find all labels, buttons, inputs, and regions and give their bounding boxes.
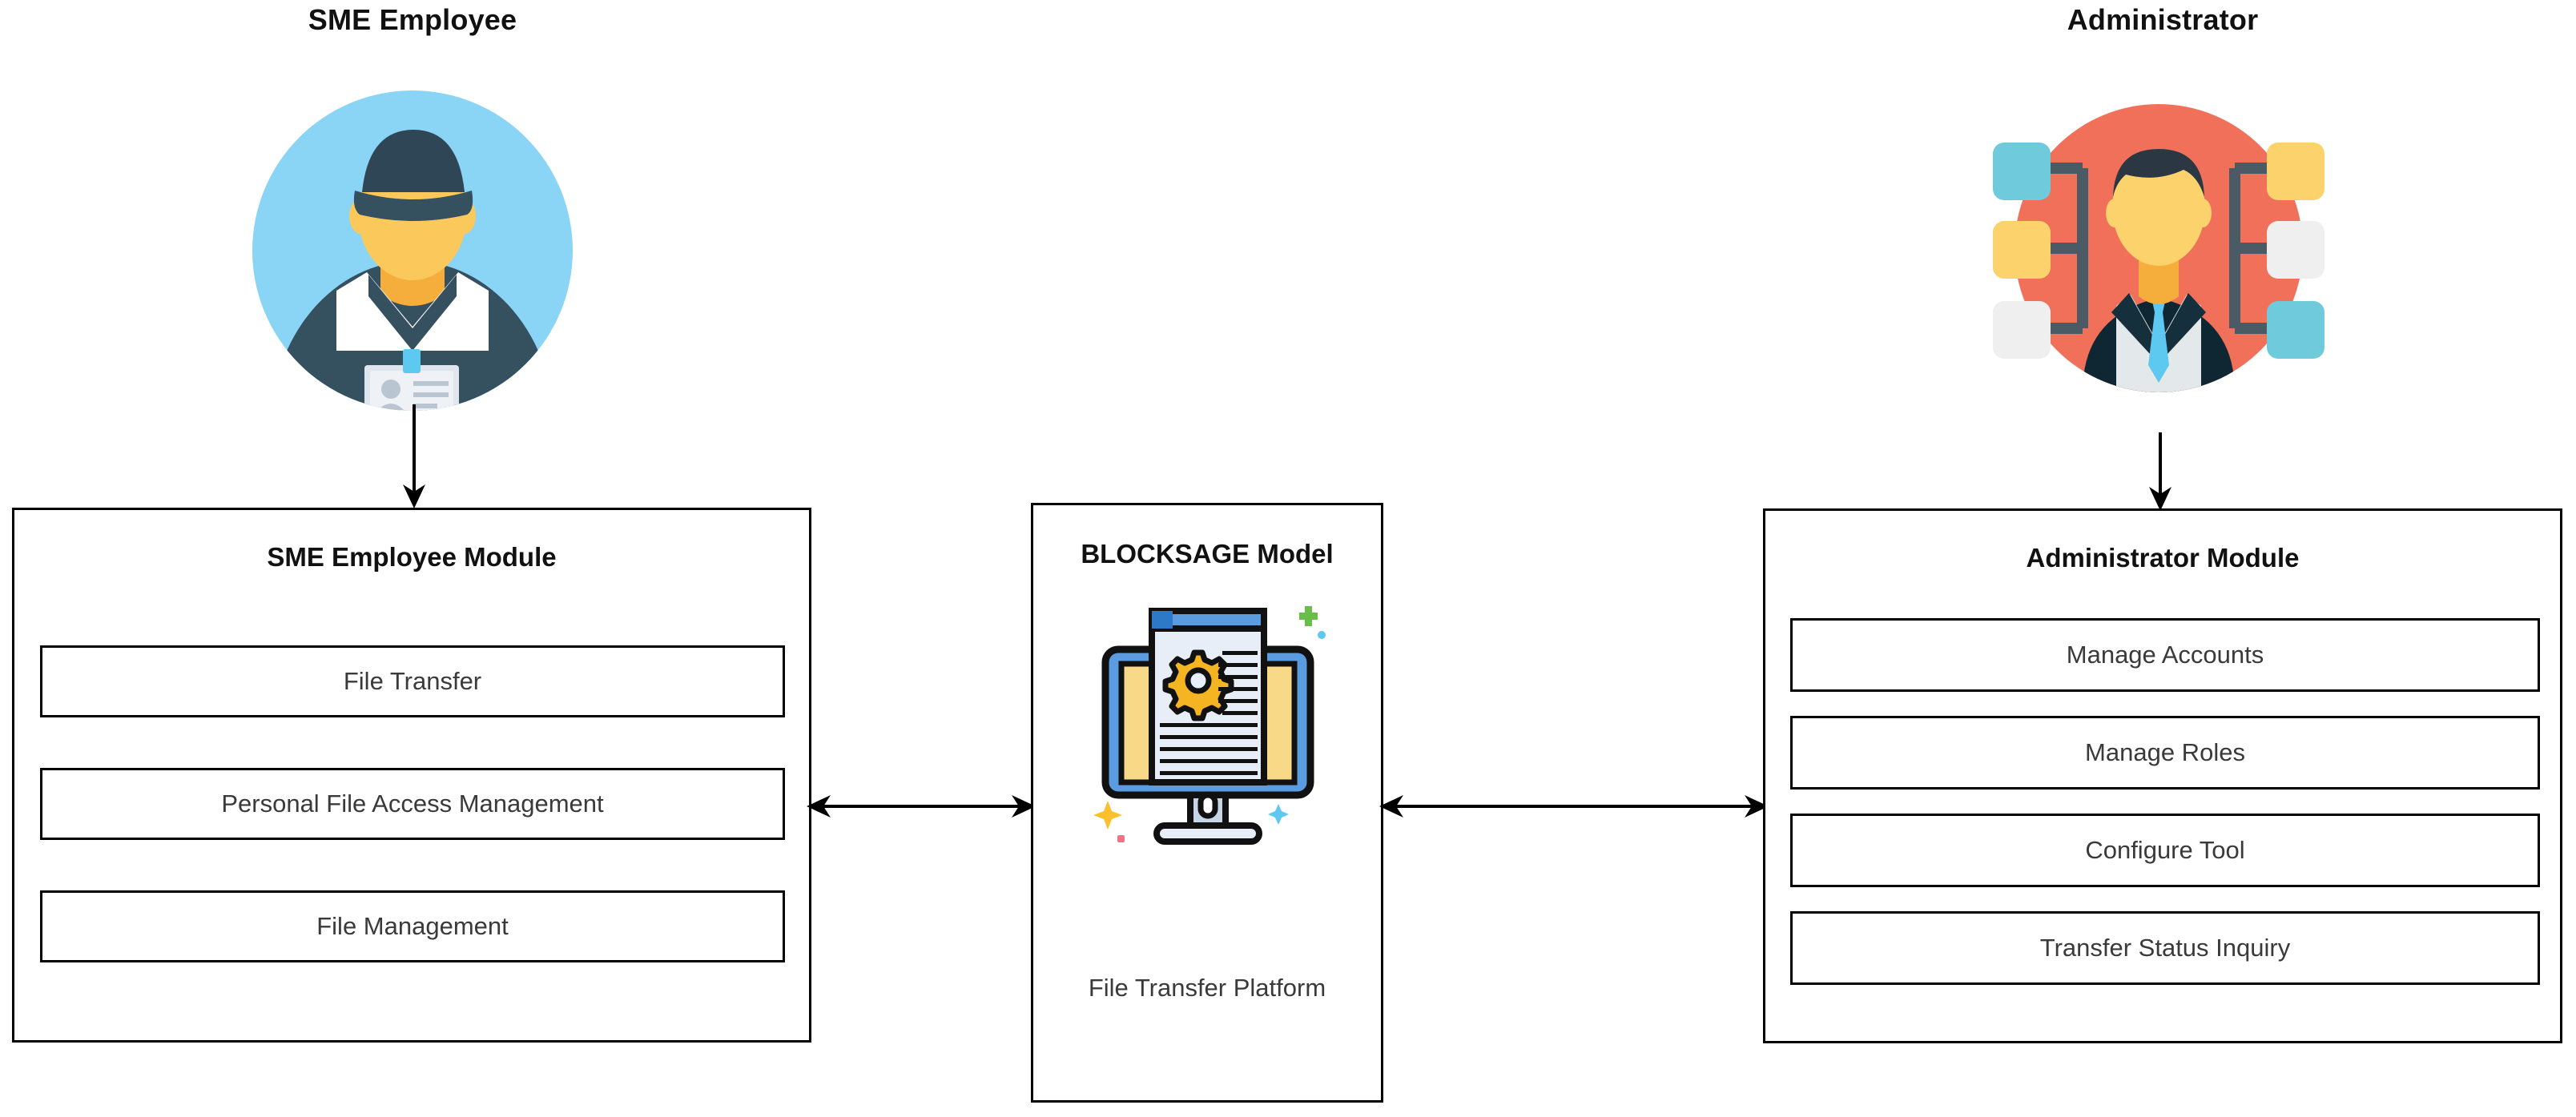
administrator-module-box: Administrator Module Manage Accounts Man… [1763,508,2562,1043]
administrator-actor-title: Administrator [2067,3,2259,36]
blocksage-model-box: BLOCKSAGE Model [1031,503,1383,1103]
double-headed-arrow-icon-sme-platform [805,789,1037,828]
down-arrow-icon-admin [2143,432,2178,516]
sme-employee-module-box: SME Employee Module File Transfer Person… [12,508,811,1043]
administrator-avatar-icon [1970,80,2347,420]
admin-module-item-manage-roles[interactable]: Manage Roles [1790,716,2540,790]
admin-module-item-label: Manage Roles [2085,738,2245,766]
sme-employee-module-title: SME Employee Module [267,542,557,572]
employee-avatar-icon [248,86,577,419]
sme-module-item-personal-file-access-management[interactable]: Personal File Access Management [40,768,785,840]
sme-module-item-label: File Management [316,912,509,940]
admin-module-item-configure-tool[interactable]: Configure Tool [1790,814,2540,887]
blocksage-model-title: BLOCKSAGE Model [1081,539,1334,569]
sme-module-item-file-management[interactable]: File Management [40,890,785,962]
down-arrow-icon-sme [396,404,432,514]
admin-module-item-label: Manage Accounts [2066,641,2264,669]
admin-module-item-label: Transfer Status Inquiry [2039,934,2291,962]
sme-module-item-label: Personal File Access Management [221,790,604,818]
sme-module-item-file-transfer[interactable]: File Transfer [40,645,785,717]
double-headed-arrow-icon-platform-admin [1378,789,1770,828]
blocksage-platform-caption: File Transfer Platform [1088,974,1326,1002]
admin-module-item-manage-accounts[interactable]: Manage Accounts [1790,618,2540,692]
admin-module-item-transfer-status-inquiry[interactable]: Transfer Status Inquiry [1790,911,2540,985]
sme-employee-actor-title: SME Employee [308,3,517,36]
administrator-module-title: Administrator Module [2026,543,2300,573]
admin-module-item-label: Configure Tool [2085,836,2245,864]
sme-module-item-label: File Transfer [343,667,482,695]
file-transfer-platform-monitor-icon [1088,593,1328,854]
